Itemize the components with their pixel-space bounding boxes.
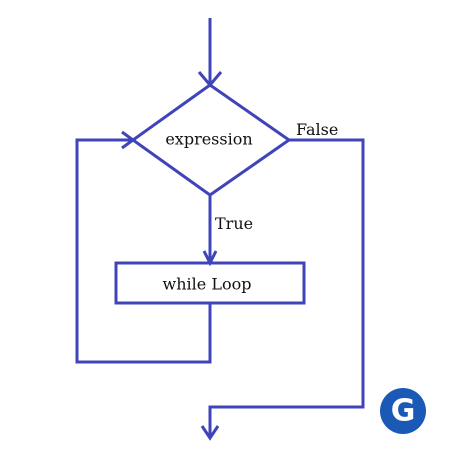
true-label: True [215,214,253,233]
process-label: while Loop [163,275,252,294]
brand-logo-letter: G [391,394,416,429]
decision-label: expression [165,130,252,149]
exit-arrow-icon [200,425,220,441]
false-label: False [296,120,338,139]
loop-back-arrow-icon [121,130,136,150]
brand-logo-icon: G [380,388,426,434]
false-branch-line [208,138,365,438]
loop-back-line [75,138,212,364]
